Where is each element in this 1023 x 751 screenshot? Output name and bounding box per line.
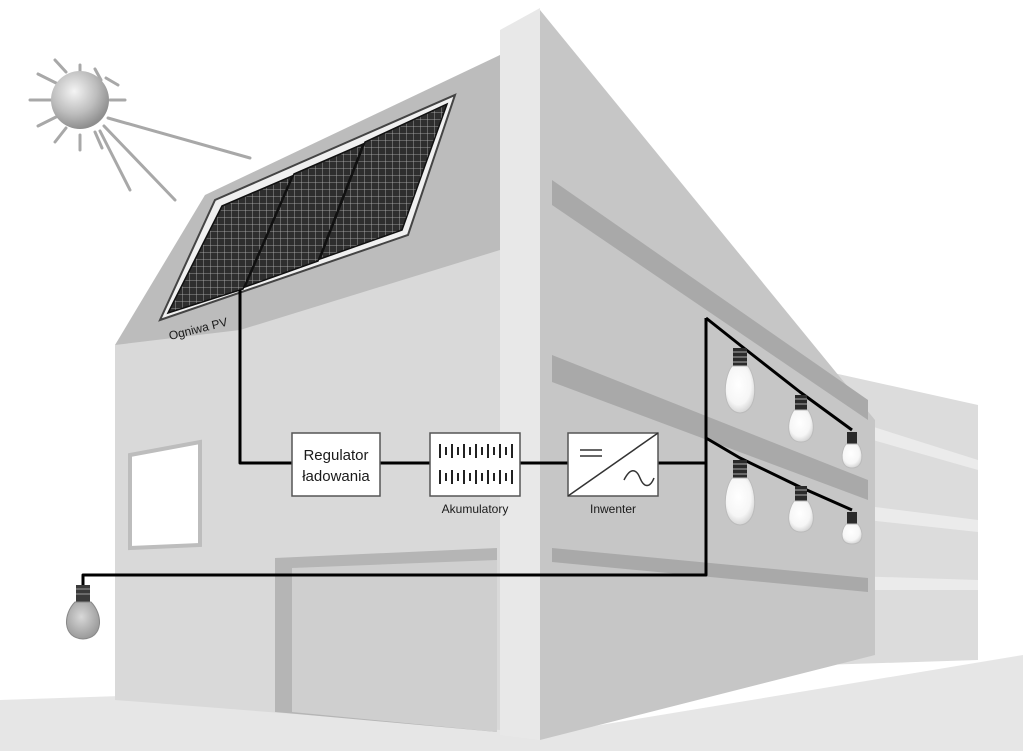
solar-panel-icon xyxy=(158,93,457,322)
window xyxy=(128,439,202,551)
corner-pillar xyxy=(500,8,540,740)
light-bulb-icon xyxy=(841,432,863,469)
battery-icon xyxy=(429,432,521,497)
light-bulb-icon xyxy=(724,348,756,414)
charge-regulator: Regulator ładowania xyxy=(291,432,381,497)
batteries-label: Akumulatory xyxy=(442,502,509,516)
light-bulb-icon xyxy=(841,512,863,545)
sun-icon xyxy=(28,58,252,202)
light-bulb-icon xyxy=(788,486,814,533)
garage-door xyxy=(292,560,497,732)
light-bulb-icon xyxy=(66,585,100,640)
wiring xyxy=(81,290,853,590)
light-bulb-icon xyxy=(788,395,814,443)
side-ledge-1 xyxy=(552,180,868,420)
light-bulb-icon xyxy=(724,460,756,526)
side-ledge-2 xyxy=(552,355,868,500)
charge-regulator-label-line1: Regulator xyxy=(303,447,368,464)
side-ledge-3 xyxy=(552,548,868,592)
inverter-label: Inwenter xyxy=(590,502,636,516)
charge-regulator-label-line2: ładowania xyxy=(302,468,370,485)
ground xyxy=(0,655,1023,751)
inverter-icon xyxy=(567,432,659,497)
